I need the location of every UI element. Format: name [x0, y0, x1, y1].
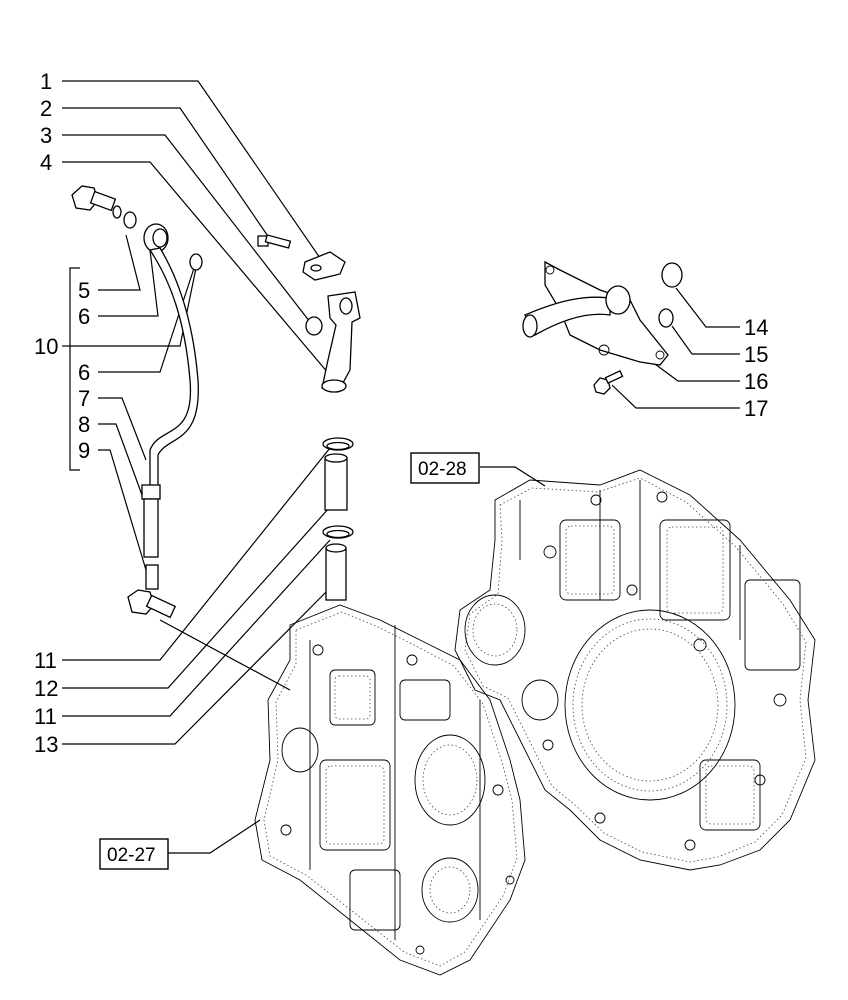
flywheel-housing-drawing	[454, 469, 816, 871]
hose-drawing	[324, 453, 348, 511]
callout-8: 8	[78, 412, 90, 437]
callout-15: 15	[744, 342, 768, 367]
reference-label: 02-28	[418, 459, 467, 480]
leader-lines	[62, 80, 740, 854]
sleeve-drawing	[325, 543, 347, 601]
reference-box-02-28[interactable]: 02-28	[410, 452, 480, 484]
hose-clamp-drawing	[322, 437, 354, 451]
callout-6: 6	[78, 360, 90, 385]
reference-box-02-27[interactable]: 02-27	[99, 838, 169, 870]
sealing-washer-drawing	[189, 253, 203, 271]
oil-pipe-drawing	[127, 247, 199, 619]
o-ring-drawing	[658, 308, 674, 328]
oil-cooler-housing-drawing	[522, 260, 669, 366]
bolt-and-bracket-drawing	[257, 234, 346, 281]
screw-drawing	[593, 370, 624, 395]
elbow-fitting-drawing	[321, 291, 361, 393]
callout-2: 2	[40, 96, 52, 121]
callout-1: 1	[40, 69, 52, 94]
callout-6: 6	[78, 304, 90, 329]
banjo-bolt-drawing	[71, 185, 122, 219]
washer-drawing	[305, 316, 323, 336]
callout-7: 7	[78, 386, 90, 411]
callout-16: 16	[744, 369, 768, 394]
o-ring-drawing	[661, 262, 683, 288]
callout-labels: 1 2 3 4 5 6 10 6 7 8 9 14 15 16 17 11 12…	[34, 69, 768, 757]
callout-11: 11	[34, 704, 57, 729]
front-cover-drawing	[254, 604, 526, 976]
callout-4: 4	[40, 150, 52, 175]
callout-3: 3	[40, 123, 52, 148]
callout-11: 11	[34, 648, 57, 673]
hose-clamp-drawing	[322, 525, 354, 539]
sealing-washer-drawing	[123, 211, 137, 229]
callout-17: 17	[744, 396, 768, 421]
reference-label: 02-27	[107, 845, 156, 866]
callout-5: 5	[78, 278, 90, 303]
callout-10: 10	[34, 334, 58, 359]
callout-12: 12	[34, 676, 58, 701]
callout-13: 13	[34, 732, 58, 757]
callout-9: 9	[78, 438, 90, 463]
banjo-fitting-drawing	[143, 223, 169, 253]
callout-14: 14	[744, 315, 768, 340]
